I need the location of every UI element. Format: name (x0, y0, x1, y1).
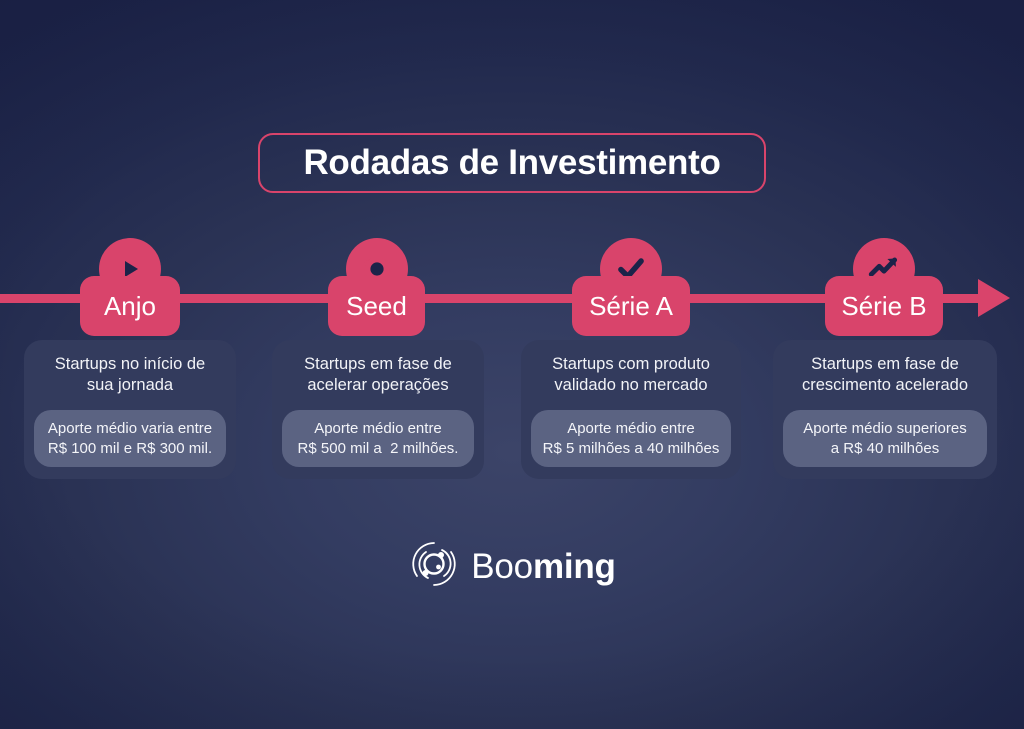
stage-card-seed: Startups em fase de acelerar operações A… (272, 340, 484, 480)
timeline-marker-anjo[interactable]: Anjo (80, 238, 180, 336)
page-title-text: Rodadas de Investimento (303, 143, 721, 182)
timeline-marker-seed[interactable]: Seed (328, 238, 425, 336)
timeline-marker-label-serie-a[interactable]: Série A (572, 276, 690, 336)
stage-description: Startups com produto validado no mercado (552, 355, 710, 395)
stage-amount: Aporte médio entre R$ 5 milhões a 40 mil… (531, 410, 731, 468)
stage-card-anjo: Startups no início de sua jornada Aporte… (24, 340, 236, 480)
brand-logo-text-bold: ming (532, 546, 616, 586)
marker-label-text: Anjo (103, 291, 157, 321)
brand-logo: Booming (0, 538, 1024, 595)
stage-description: Startups em fase de acelerar operações (304, 355, 452, 395)
marker-label-text: Série B (841, 291, 927, 321)
brand-logo-text: Booming (471, 547, 616, 587)
stage-description: Startups no início de sua jornada (54, 355, 206, 395)
timeline-marker-label-seed[interactable]: Seed (328, 276, 425, 336)
timeline-marker-label-serie-b[interactable]: Série B (825, 276, 943, 336)
marker-label-text: Seed (346, 291, 407, 321)
marker-label-text: Série A (589, 291, 673, 321)
stage-description: Startups em fase de crescimento acelerad… (802, 355, 968, 395)
timeline-marker-serie-a[interactable]: Série A (572, 238, 690, 336)
page-title: Rodadas de Investimento (258, 133, 766, 193)
stage-card-serie-a: Startups com produto validado no mercado… (521, 340, 741, 480)
stage-amount: Aporte médio varia entre R$ 100 mil e R$… (34, 410, 226, 468)
stage-amount: Aporte médio entre R$ 500 mil a 2 milhõe… (282, 410, 474, 468)
brand-logo-text-light: Boo (471, 546, 533, 586)
stage-amount: Aporte médio superiores a R$ 40 milhões (783, 410, 987, 468)
timeline-marker-serie-b[interactable]: Série B (825, 238, 943, 336)
arrow-right-icon (978, 279, 1010, 317)
stage-card-serie-b: Startups em fase de crescimento acelerad… (773, 340, 997, 480)
timeline-marker-label-anjo[interactable]: Anjo (80, 276, 180, 336)
orbit-logo-icon (408, 538, 460, 595)
timeline-axis (0, 294, 996, 303)
